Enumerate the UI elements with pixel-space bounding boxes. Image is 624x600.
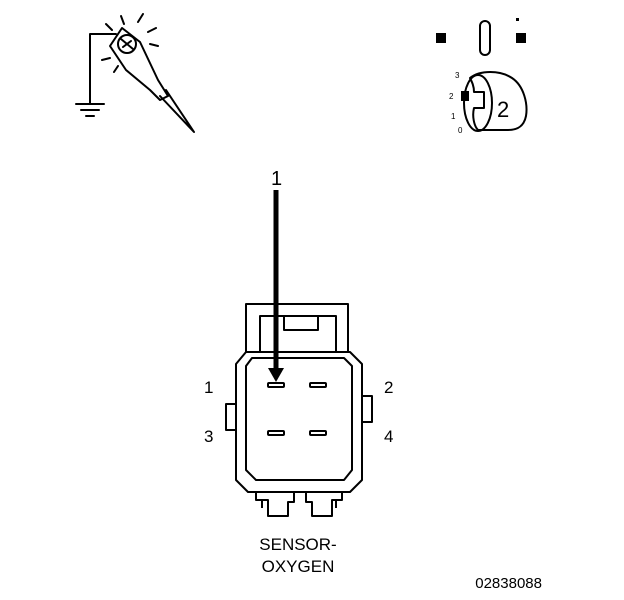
ground-symbol-icon	[75, 103, 105, 117]
terminal-1	[267, 382, 285, 388]
terminal-4	[309, 430, 327, 436]
connector-terminals	[267, 382, 327, 436]
key-selected-position: 2	[497, 97, 509, 122]
key-position-label-0: 0	[458, 126, 463, 135]
key-position-label-2: 2	[449, 92, 454, 101]
test-light-probe-icon	[89, 13, 195, 133]
connector-name-line-2: OXYGEN	[262, 557, 335, 576]
figure-number: 02838088	[475, 575, 542, 592]
terminal-2	[309, 382, 327, 388]
pin-label-4: 4	[384, 427, 393, 446]
connector-name-line-1: SENSOR-	[259, 535, 336, 554]
pin-label-1: 1	[204, 378, 213, 397]
pin-label-2: 2	[384, 378, 393, 397]
terminal-3	[267, 430, 285, 436]
callout-arrow	[268, 190, 284, 382]
callout-number: 1	[271, 168, 282, 190]
pin-label-3: 3	[204, 427, 213, 446]
key-position-label-3: 3	[455, 71, 460, 80]
key-position-label-1: 1	[451, 112, 456, 121]
oxygen-sensor-connector	[225, 303, 373, 517]
unplugged-symbol-icon	[436, 18, 526, 56]
ignition-key-icon	[461, 71, 528, 132]
